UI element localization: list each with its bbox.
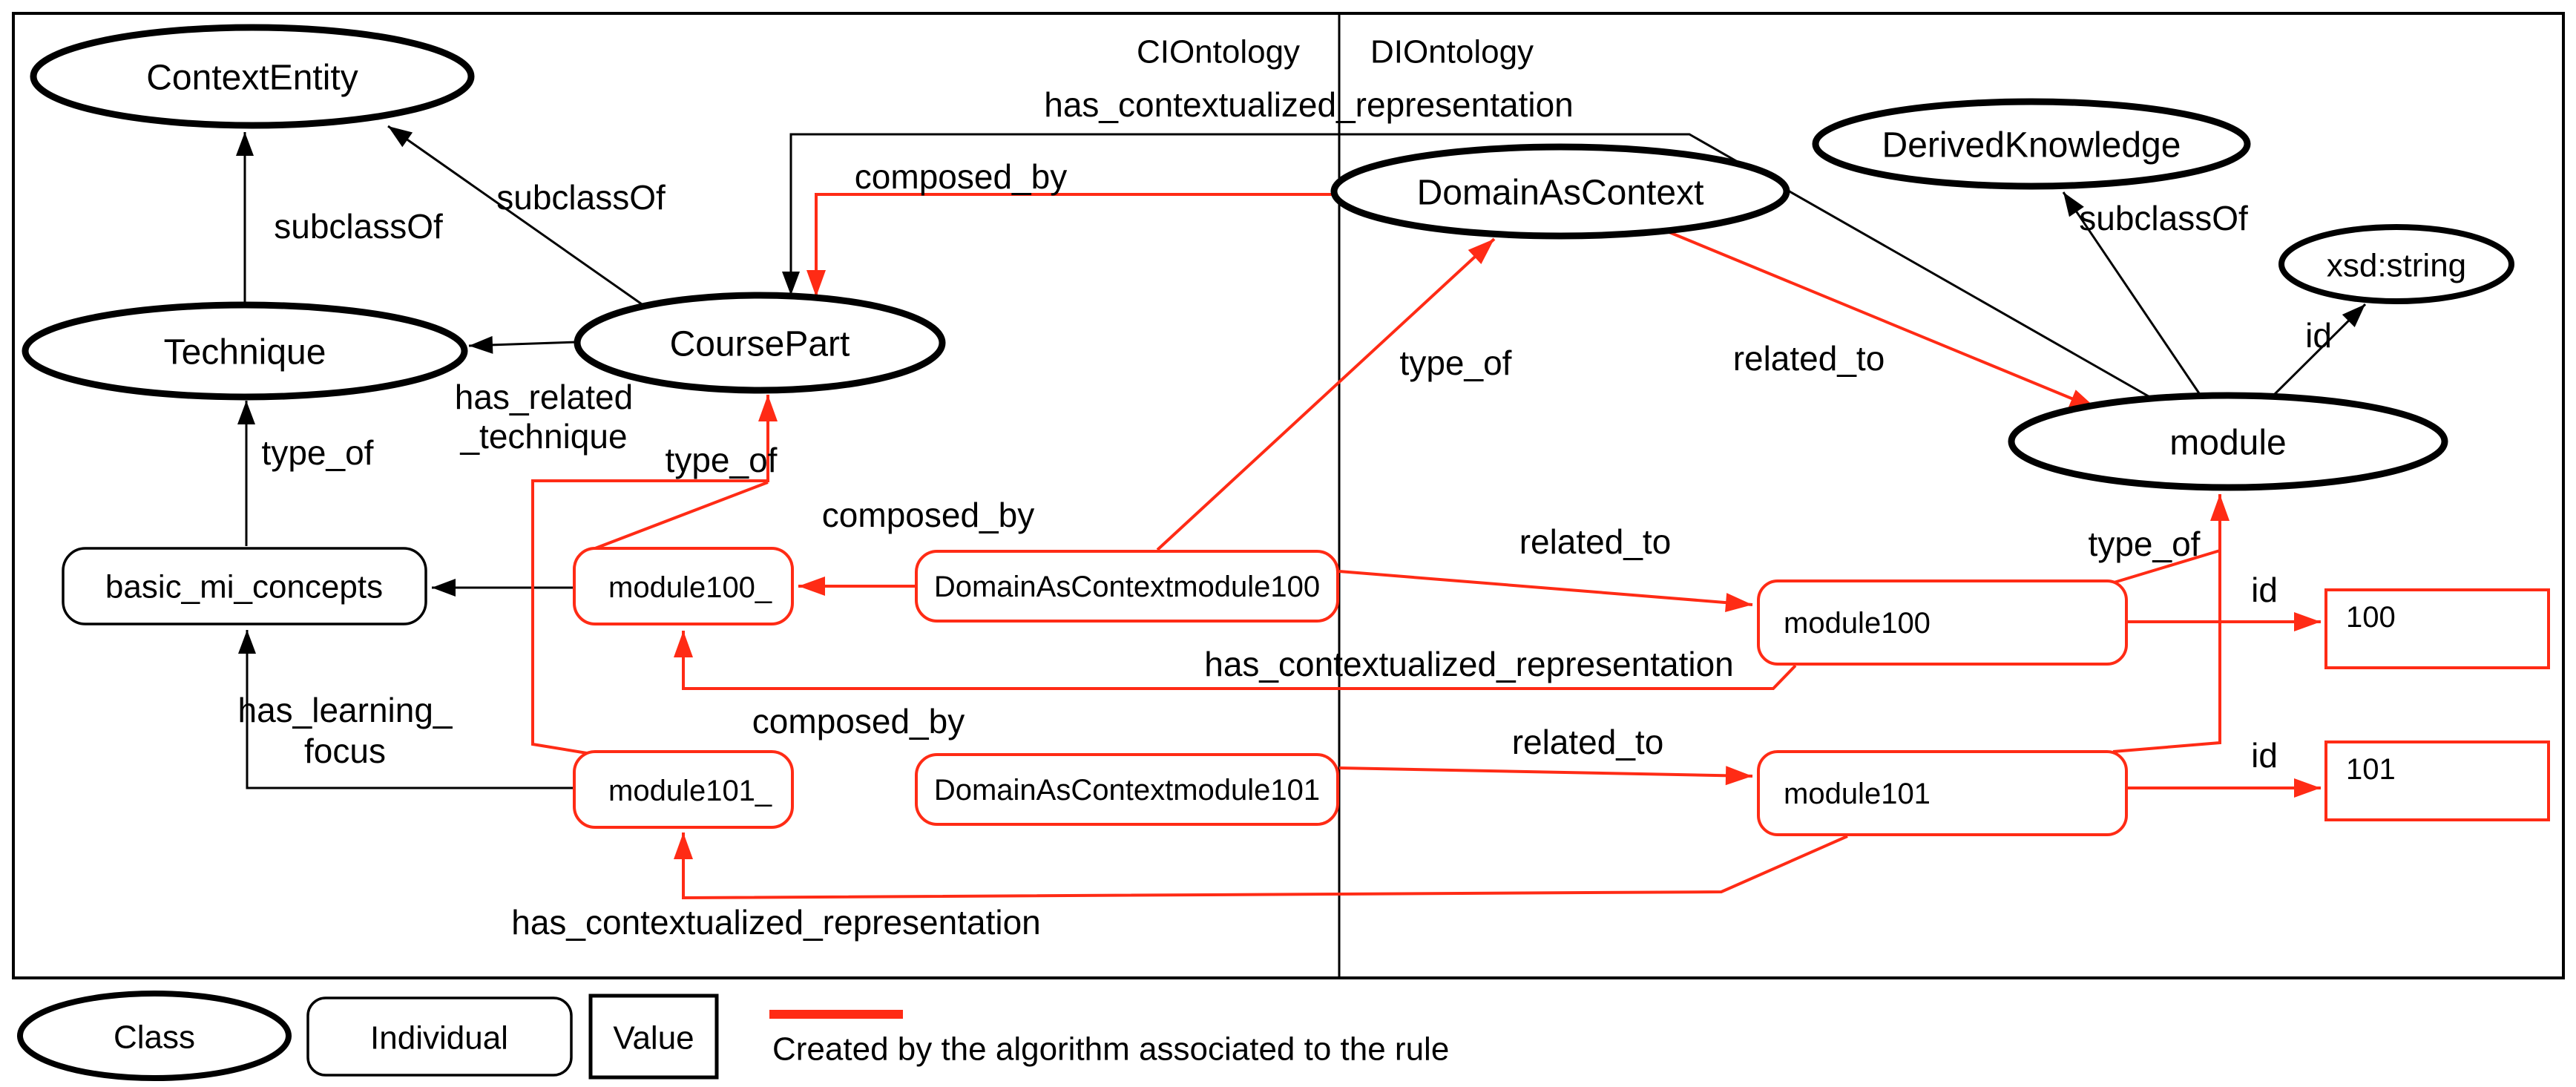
label-relatedto-bottom: related_to (1512, 723, 1664, 761)
label-relatedto-mid: related_to (1519, 522, 1672, 561)
diagram-border (12, 12, 2565, 979)
class-node-module (2008, 392, 2448, 491)
class-label-xsdstring: xsd:string (2327, 248, 2466, 284)
legend: Class Individual Value Created by the al… (17, 991, 1449, 1081)
edge-coursepart-subclassof-contextentity (387, 125, 645, 307)
label-id-100: id (2251, 571, 2278, 609)
label-typeof-dac: type_of (1400, 344, 1512, 382)
legend-class-label: Class (114, 1019, 195, 1056)
red-edge-dacmodule101-relatedto-module101 (1338, 766, 1753, 786)
red-edge-module100-typeof-branch2 (2111, 549, 2221, 585)
individual-label-dacmodule100: DomainAsContextmodule100 (934, 571, 1320, 603)
red-edge-domainascontext-relatedto-module (1665, 229, 2097, 410)
label-typeof-technique: type_of (262, 433, 374, 472)
label-hcr-bottom: has_contextualized_representation (511, 903, 1041, 942)
label-hcr-top: has_contextualized_representation (1044, 85, 1574, 124)
region-title-diontology: DIOntology (1370, 34, 1534, 70)
label-subclassof-3: subclassOf (2079, 199, 2248, 237)
legend-red-line (769, 1010, 903, 1019)
individual-node-module101u (573, 750, 794, 829)
edge-module-id-xsdstring (2269, 303, 2367, 400)
value-node-101 (2324, 740, 2550, 821)
class-label-contextentity: ContextEntity (146, 59, 358, 98)
individual-node-module101 (1757, 750, 2128, 836)
label-haslearning-line1: has_learning_ (237, 691, 453, 729)
class-label-domainascontext: DomainAsContext (1417, 174, 1704, 213)
edge-coursepart-hasrelatedtechnique-technique (468, 335, 578, 354)
red-edge-module101-typeof-coursepart (531, 395, 778, 755)
label-subclassof-1: subclassOf (274, 207, 443, 246)
legend-class-shape (17, 991, 292, 1081)
class-node-xsdstring (2278, 224, 2514, 304)
label-composedby-mid: composed_by (822, 496, 1034, 534)
label-haslearning-line2: focus (304, 732, 386, 770)
individual-label-module100: module100 (1784, 607, 1931, 640)
individual-label-module101u: module101_ (608, 775, 772, 807)
class-node-contextentity (30, 24, 475, 129)
red-edge-domainascontext-composedby-coursepart (806, 193, 1334, 297)
red-edge-module100-typeof-branch (591, 481, 769, 551)
legend-individual-shape (306, 996, 573, 1077)
label-relatedto-top: related_to (1733, 339, 1885, 378)
value-node-100 (2324, 588, 2550, 669)
individual-label-module100u: module100_ (608, 571, 772, 604)
red-edge-dacmodule100-typeof-domainascontext (1156, 237, 1496, 551)
red-edge-dacmodule100-relatedto-module100 (1338, 570, 1753, 613)
red-edge-module101-typeof-module (2112, 494, 2230, 753)
class-label-module: module (2169, 424, 2286, 463)
edge-module-hcr-coursepart (782, 133, 2153, 400)
class-label-technique: Technique (164, 333, 326, 372)
class-node-technique (22, 301, 468, 401)
class-node-derivedknowledge (1812, 98, 2251, 190)
individual-label-module101: module101 (1784, 778, 1931, 810)
legend-value-shape (588, 994, 719, 1080)
label-id-xsd: id (2305, 316, 2332, 355)
class-node-domainascontext (1330, 143, 1790, 240)
individual-node-module100 (1757, 579, 2128, 666)
individual-node-basicmiconcepts (62, 547, 427, 625)
value-label-101: 101 (2346, 753, 2396, 786)
value-label-100: 100 (2346, 601, 2396, 634)
class-node-coursepart (574, 292, 946, 394)
label-hcr-mid: has_contextualized_representation (1204, 645, 1734, 683)
legend-value-label: Value (613, 1020, 694, 1057)
label-composedby-bottom: composed_by (752, 702, 965, 740)
individual-node-module100u (573, 547, 794, 625)
individual-label-dacmodule101: DomainAsContextmodule101 (934, 774, 1320, 807)
legend-individual-label: Individual (370, 1020, 508, 1057)
individual-node-dacmodule100 (915, 550, 1339, 623)
legend-caption: Created by the algorithm associated to t… (772, 1031, 1449, 1068)
class-label-coursepart: CoursePart (670, 325, 850, 364)
label-hasrelated-line2: _technique (459, 417, 627, 456)
edge-module101-haslearningfocus-basicmiconcepts (238, 630, 574, 789)
label-composedby-top: composed_by (855, 157, 1067, 196)
individual-node-dacmodule101 (915, 753, 1339, 826)
label-subclassof-2: subclassOf (496, 178, 666, 217)
edge-module-subclassof-derivedknowledge (2062, 191, 2202, 396)
red-edge-module101-hcr-module101_ (674, 833, 1848, 900)
label-id-101: id (2251, 736, 2278, 775)
individual-label-basicmiconcepts: basic_mi_concepts (105, 569, 383, 605)
red-edge-module100-hcr-module100_ (674, 631, 1797, 690)
label-typeof-module: type_of (2089, 525, 2201, 563)
label-typeof-coursepart: type_of (666, 441, 778, 479)
class-label-derivedknowledge: DerivedKnowledge (1882, 126, 2181, 165)
region-title-ciontology: CIOntology (1137, 34, 1300, 70)
label-hasrelated-line1: has_related (455, 378, 633, 416)
